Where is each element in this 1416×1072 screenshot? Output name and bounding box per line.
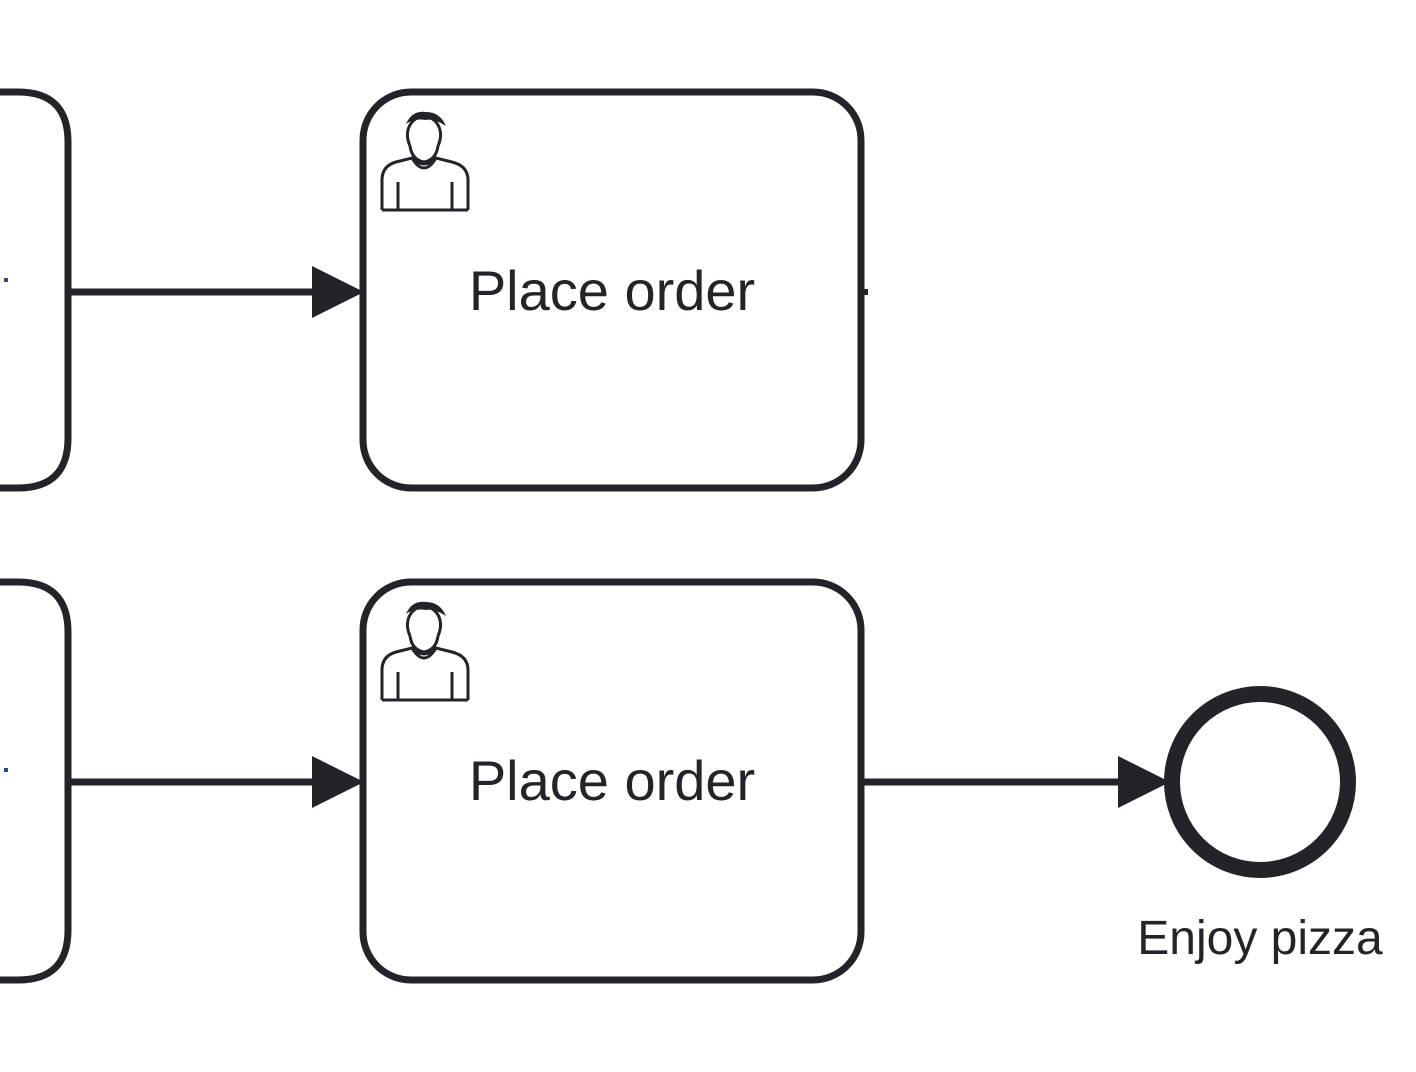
task-label-top: Place order bbox=[469, 259, 755, 322]
previous-task-bottom-partial[interactable] bbox=[0, 578, 72, 984]
user-icon bbox=[380, 601, 470, 702]
task-label-bottom: Place order bbox=[469, 749, 755, 812]
connector-dot-bottom bbox=[4, 768, 8, 772]
user-icon bbox=[380, 111, 470, 212]
sequence-flow-top[interactable] bbox=[68, 266, 364, 318]
end-event[interactable]: Enjoy pizza bbox=[1137, 686, 1383, 965]
sequence-flow-bottom[interactable] bbox=[68, 756, 364, 808]
task-place-order-bottom[interactable]: Place order bbox=[359, 578, 865, 984]
sequence-flow-to-end[interactable] bbox=[861, 756, 1170, 808]
task-place-order-top[interactable]: Place order bbox=[359, 88, 865, 492]
previous-task-top-partial[interactable] bbox=[0, 88, 72, 492]
end-event-label: Enjoy pizza bbox=[1137, 912, 1383, 965]
connector-dot-top bbox=[4, 278, 8, 282]
